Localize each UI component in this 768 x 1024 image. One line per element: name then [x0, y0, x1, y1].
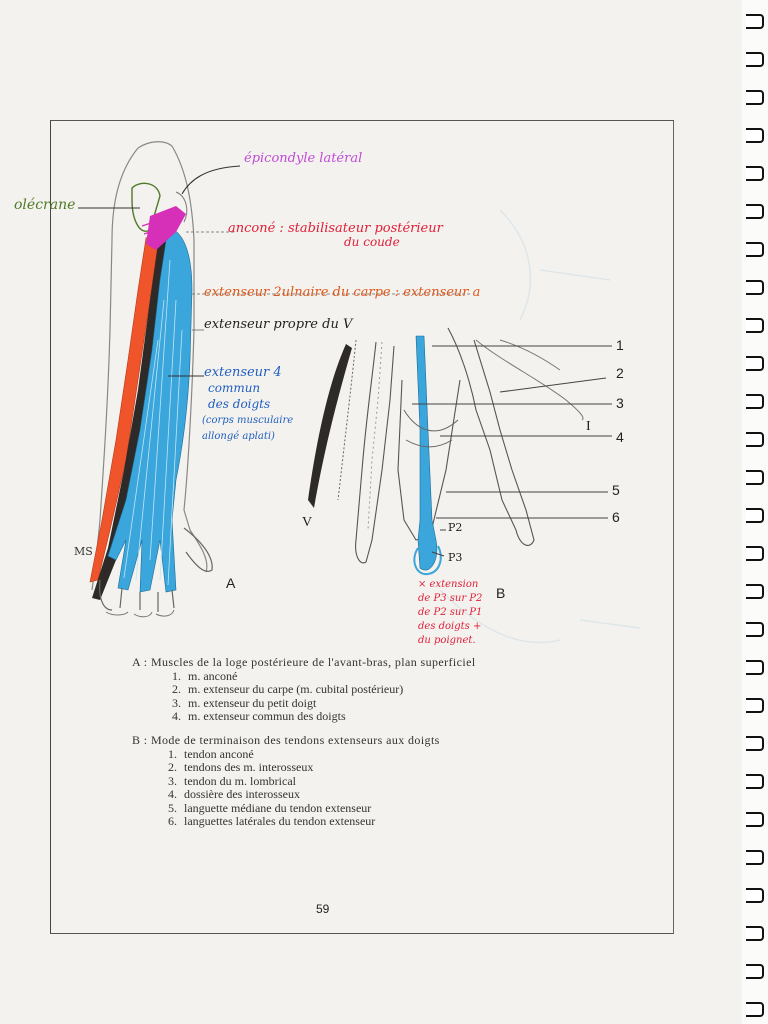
list-item: 3.m. extenseur du petit doigt — [172, 695, 317, 710]
list-item: 4.dossière des interosseux — [168, 787, 300, 802]
list-item: 4.m. extenseur commun des doigts — [172, 709, 346, 724]
spiral-binding — [742, 0, 768, 1024]
binding-ring — [746, 812, 764, 827]
list-item: 6.languettes latérales du tendon extense… — [168, 814, 376, 829]
binding-ring — [746, 584, 764, 599]
binding-ring — [746, 204, 764, 219]
p3-label: P3 — [448, 551, 463, 564]
binding-ring — [746, 1002, 764, 1017]
extensor-propre-label: extenseur propre du V — [204, 317, 353, 332]
binding-ring — [746, 888, 764, 903]
binding-ring — [746, 964, 764, 979]
ms-label: MS — [74, 545, 93, 558]
binding-ring — [746, 622, 764, 637]
callout-1: 1 — [616, 337, 624, 353]
ancone-label: anconé : stabilisateur postérieur — [228, 221, 443, 236]
p2-label: P2 — [448, 521, 463, 534]
callout-6: 6 — [612, 509, 620, 525]
extension-note: × extension — [418, 579, 479, 590]
bleed-through-marks — [439, 209, 641, 644]
binding-ring — [746, 774, 764, 789]
list-item: 1.m. anconé — [172, 668, 238, 683]
legend-a: A : Muscles de la loge postérieure de l'… — [132, 655, 476, 724]
callout-5: 5 — [612, 482, 620, 498]
binding-ring — [746, 736, 764, 751]
list-item: 2.m. extenseur du carpe (m. cubital post… — [172, 682, 404, 697]
fingers-drawing — [308, 327, 612, 576]
binding-ring — [746, 14, 764, 29]
binding-ring — [746, 432, 764, 447]
binding-ring — [746, 926, 764, 941]
extension-note: des doigts + — [418, 621, 482, 632]
binding-ring — [746, 128, 764, 143]
list-item: 2.tendons des m. interosseux — [168, 760, 314, 775]
binding-ring — [746, 52, 764, 67]
binding-ring — [746, 660, 764, 675]
binding-ring — [746, 508, 764, 523]
callout-2: 2 — [616, 365, 624, 381]
binding-ring — [746, 850, 764, 865]
list-item: 5.languette médiane du tendon extenseur — [168, 800, 372, 815]
legend-b-heading: B : Mode de terminaison des tendons exte… — [132, 733, 440, 747]
olecrane-label: olécrane — [14, 197, 76, 213]
figure-a-label: A — [226, 575, 236, 591]
roman-v-label: V — [302, 515, 313, 530]
list-item: 3.tendon du m. lombrical — [168, 773, 296, 788]
legend-a-heading: A : Muscles de la loge postérieure de l'… — [132, 655, 476, 669]
list-item: 1.tendon anconé — [168, 746, 254, 761]
epicondyle-label: épicondyle latéral — [244, 151, 363, 166]
extension-note: de P2 sur P1 — [418, 607, 483, 618]
forearm-drawing — [78, 141, 470, 618]
binding-ring — [746, 166, 764, 181]
binding-ring — [746, 698, 764, 713]
figure-frame — [50, 120, 674, 934]
callout-4: 4 — [616, 429, 624, 445]
page-number: 59 — [316, 902, 330, 916]
binding-ring — [746, 470, 764, 485]
extensor-commun-label: des doigts — [208, 397, 271, 411]
ancone-label-line2: du coude — [344, 235, 400, 249]
callout-3: 3 — [616, 395, 624, 411]
binding-ring — [746, 318, 764, 333]
roman-i-label: I — [586, 419, 591, 434]
extensor-commun-note: (corps musculaire — [202, 415, 294, 426]
extension-note: du poignet. — [418, 635, 476, 646]
binding-ring — [746, 280, 764, 295]
extensor-commun-note: allongé aplati) — [202, 431, 275, 442]
binding-ring — [746, 242, 764, 257]
legend-b: B : Mode de terminaison des tendons exte… — [132, 733, 440, 829]
extensor-commun-label: commun — [208, 381, 261, 395]
binding-ring — [746, 546, 764, 561]
binding-ring — [746, 90, 764, 105]
extension-note: de P3 sur P2 — [418, 593, 483, 604]
binding-ring — [746, 356, 764, 371]
figure-b-label: B — [496, 585, 506, 601]
extensor-commun-label: extenseur 4 — [204, 365, 282, 380]
binding-ring — [746, 394, 764, 409]
extensor-carpi-label: extenseur 2ulnaire du carpe : extenseur … — [204, 285, 481, 300]
